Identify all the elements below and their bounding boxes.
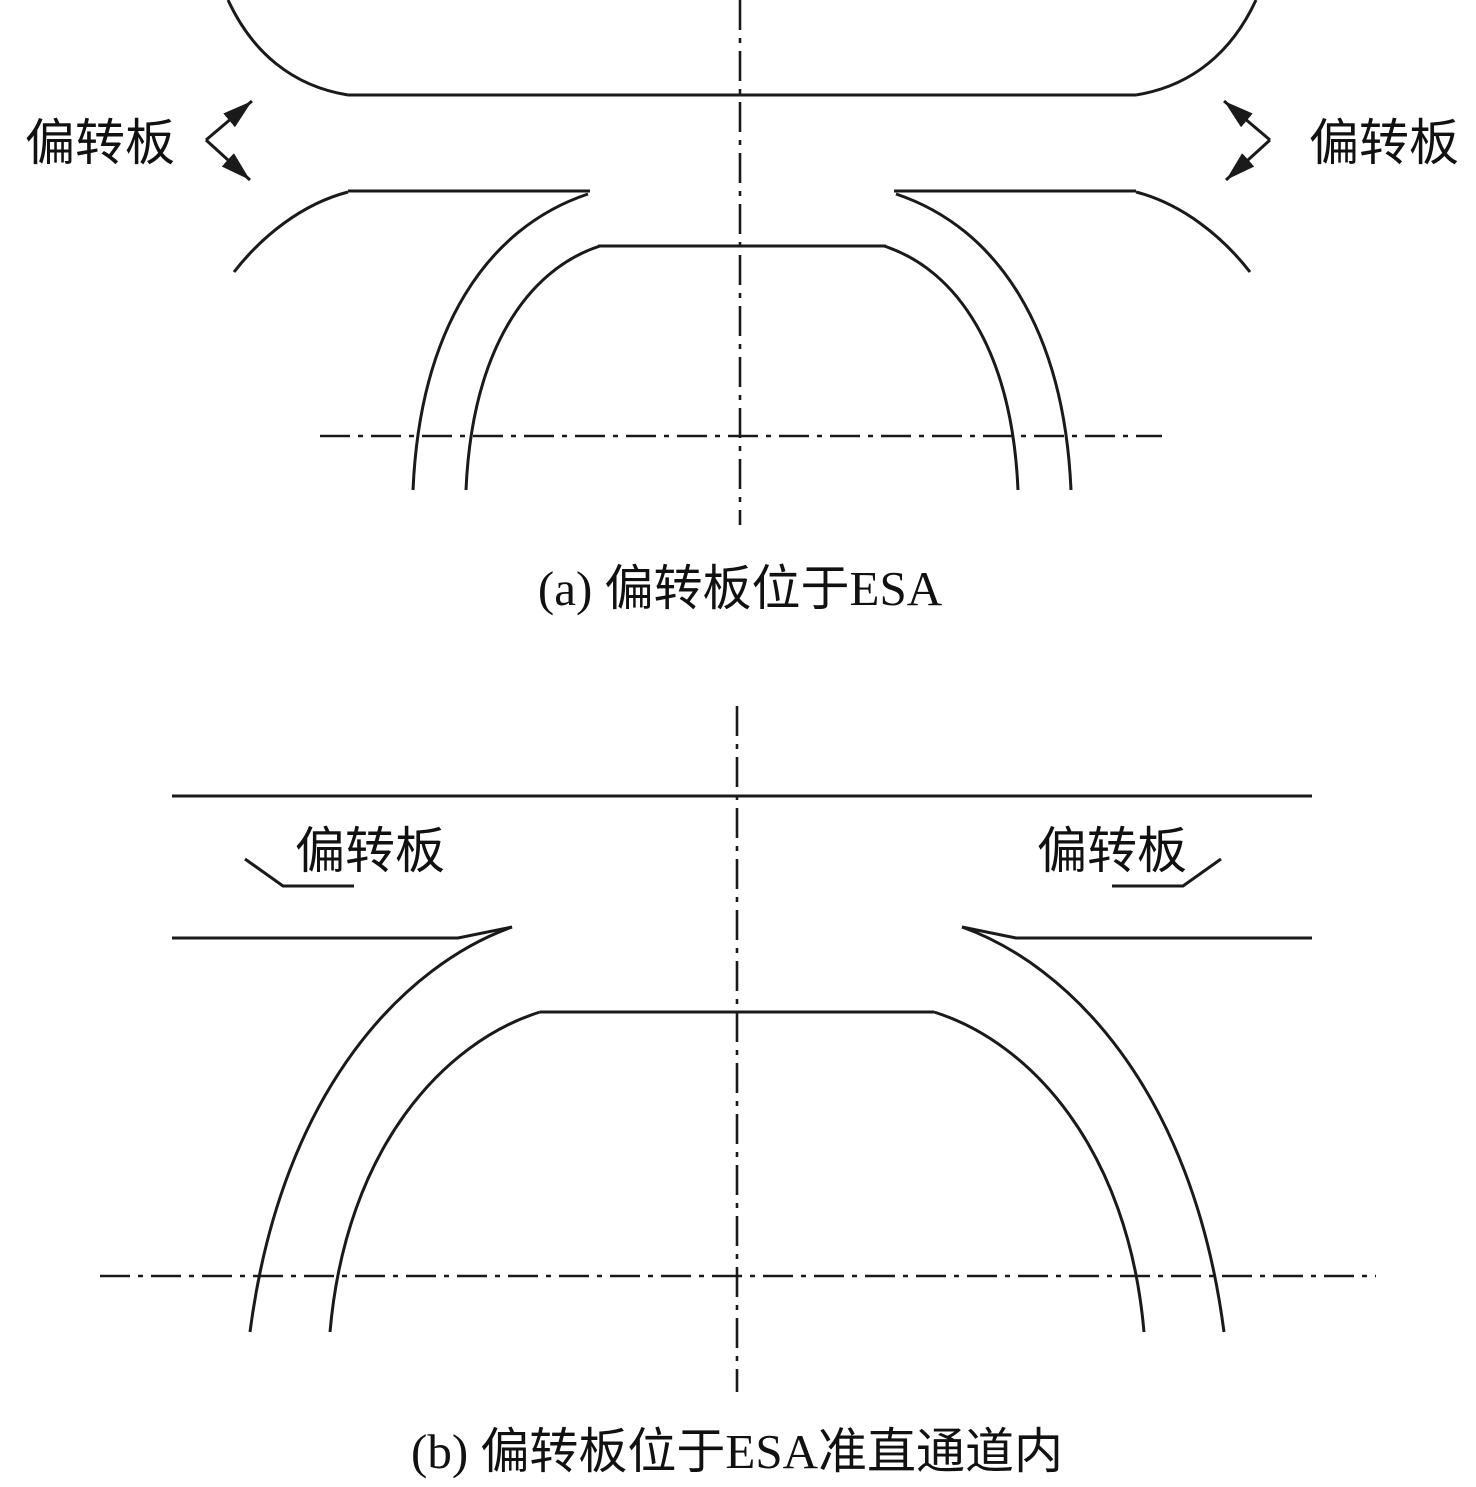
panel-b-left-plate — [244, 857, 354, 888]
panel-a-dome-inner-arc-right — [883, 244, 1020, 491]
panel-b: 偏转板 偏转板 (b) 偏转板位于ESA准直通道内 — [100, 706, 1376, 1479]
panel-a-dome-inner-arc-left — [464, 244, 601, 491]
panel-a-left-arrow-upper — [205, 99, 253, 142]
panel-a-outer-shell-top-right — [1135, 0, 1258, 97]
panel-a-right-arrow-upper — [1223, 99, 1271, 142]
panel-a-dome-outer-arc-left — [411, 192, 589, 491]
panel-a-outer-shell-top-left — [226, 0, 349, 97]
panel-b-lower-channel-left — [172, 925, 513, 940]
panel-b-caption: (b) 偏转板位于ESA准直通道内 — [411, 1424, 1063, 1479]
panel-a: 偏转板 偏转板 (a) 偏转板位于ESA — [25, 0, 1459, 616]
panel-a-left-plate-label: 偏转板 — [25, 115, 175, 171]
panel-a-right-plate-label: 偏转板 — [1309, 115, 1459, 171]
panel-b-dome-outer-arc-right — [961, 925, 1226, 1333]
panel-b-dome-inner-arc-right — [933, 1010, 1146, 1333]
panel-a-dome-outer-arc-right — [895, 192, 1073, 491]
panel-b-dome-inner-arc-left — [328, 1010, 541, 1333]
panel-a-outer-shell-bottom-left — [232, 190, 349, 273]
panel-b-lower-channel-right — [961, 925, 1312, 940]
panel-a-caption: (a) 偏转板位于ESA — [538, 561, 943, 616]
panel-a-left-arrow-lower — [204, 138, 252, 182]
panel-b-left-plate-label: 偏转板 — [295, 823, 445, 879]
panel-a-right-arrow-lower — [1224, 138, 1272, 182]
panel-b-right-plate — [1112, 857, 1222, 888]
panel-a-outer-shell-bottom-right — [1135, 190, 1252, 273]
panel-b-dome-outer-arc-left — [248, 925, 513, 1333]
panel-b-right-plate-label: 偏转板 — [1037, 823, 1187, 879]
